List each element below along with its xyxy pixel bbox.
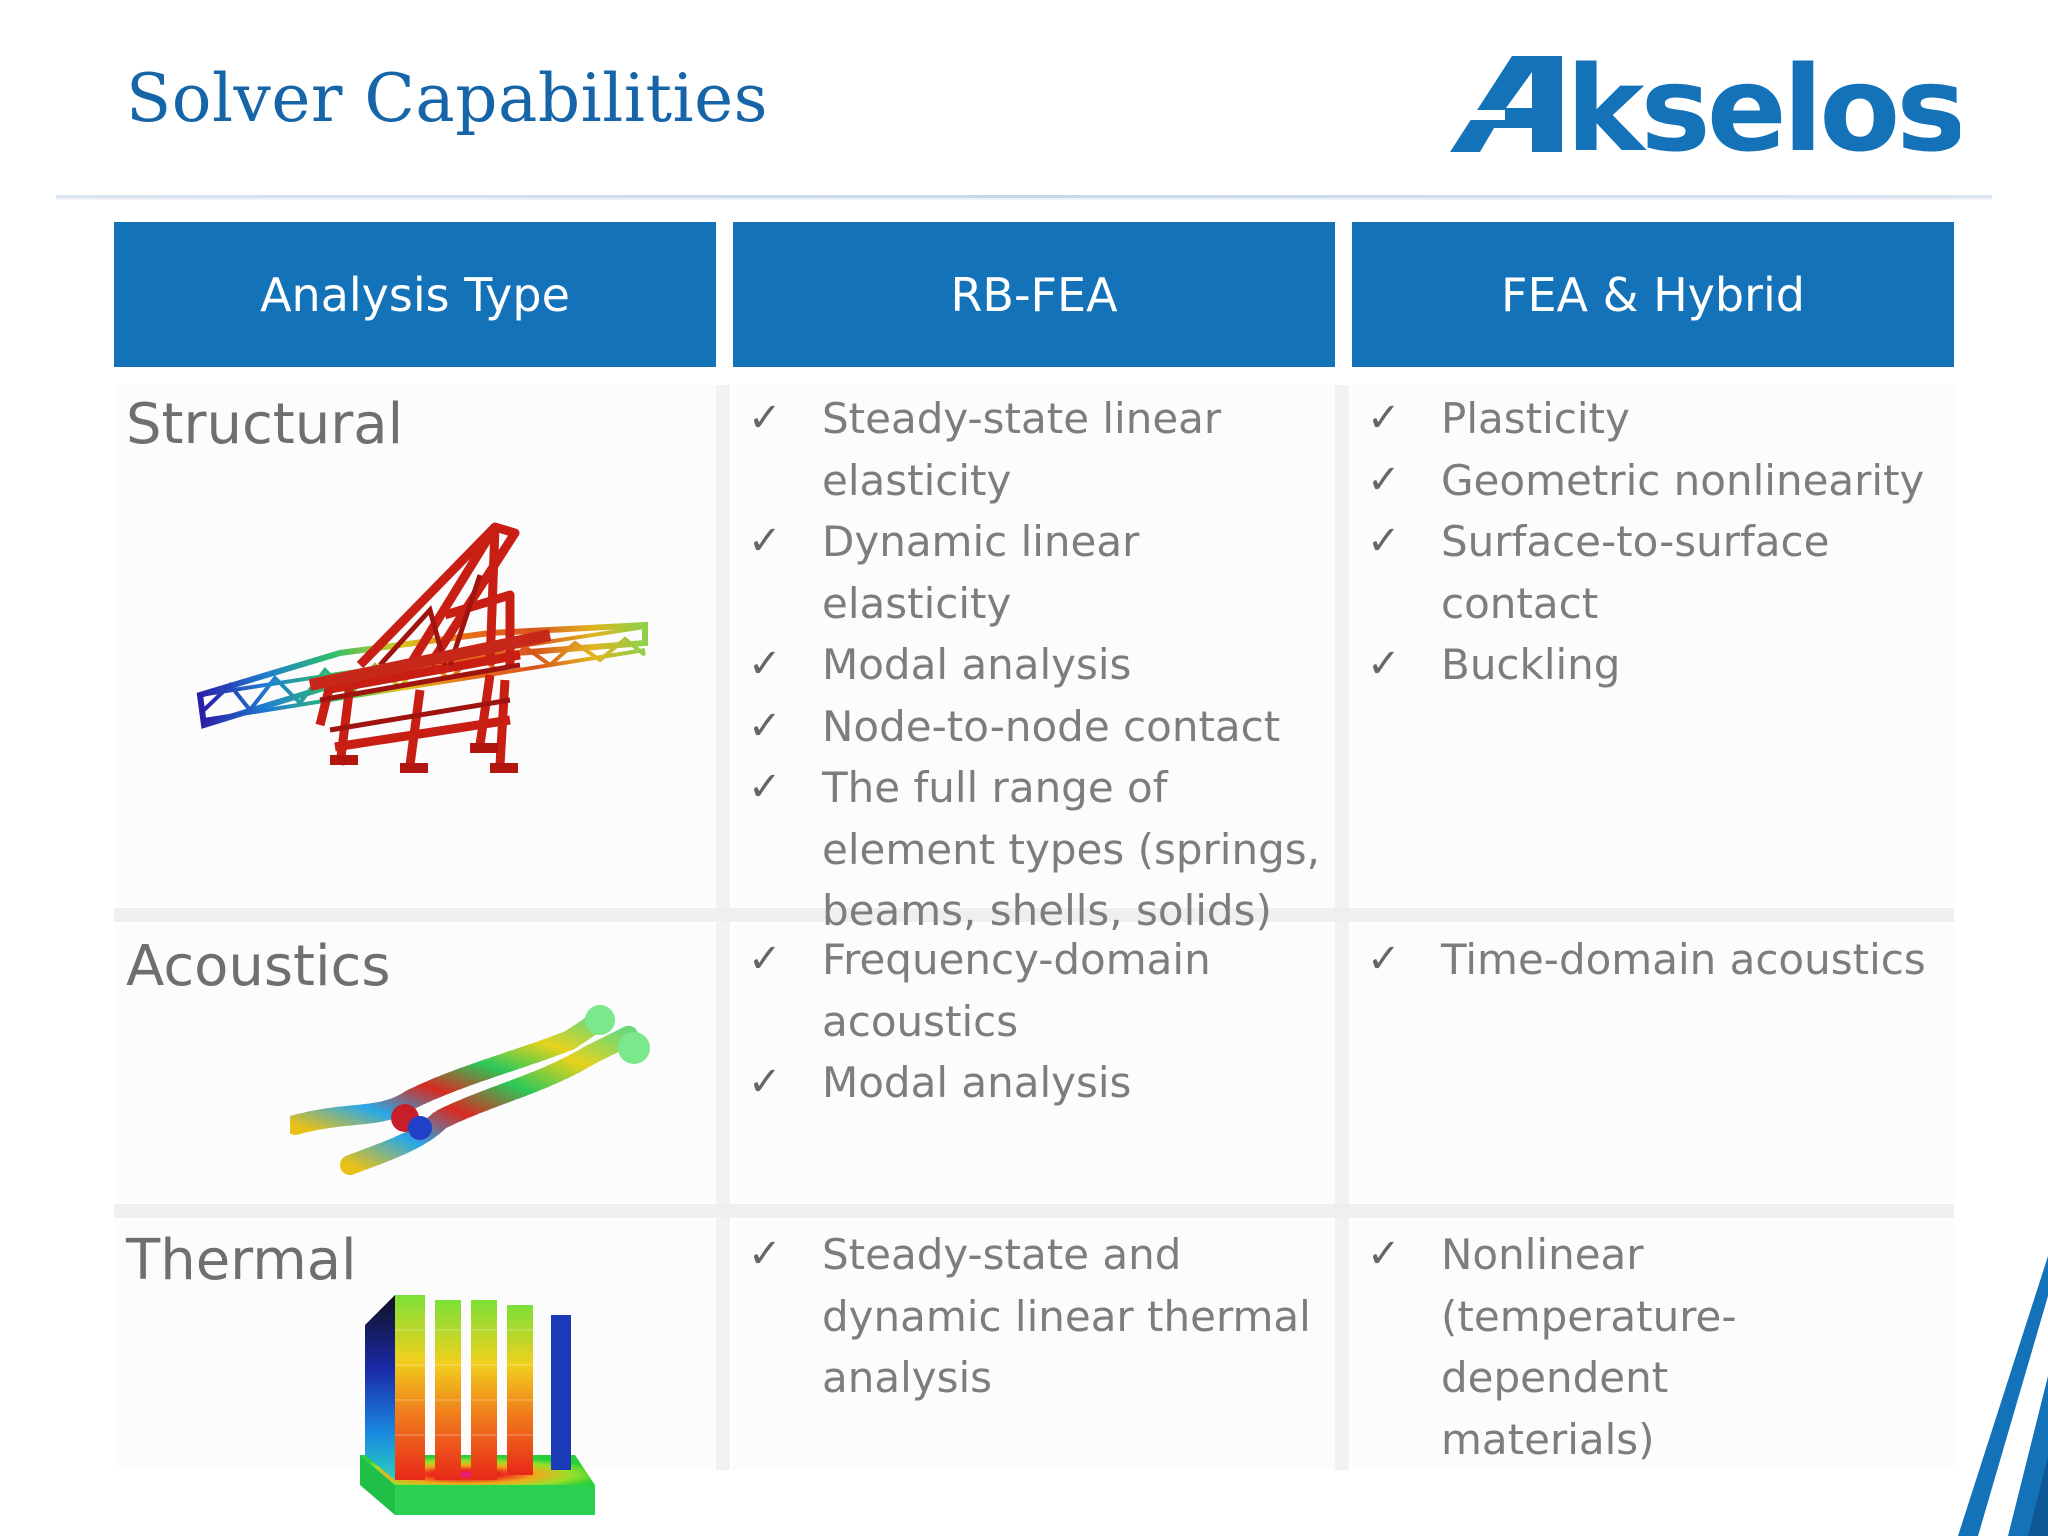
list-item: ✓Geometric nonlinearity — [1367, 450, 1947, 512]
corner-decoration — [1958, 1256, 2048, 1536]
header-rule — [56, 195, 1992, 198]
check-icon: ✓ — [748, 1059, 782, 1105]
check-icon: ✓ — [1367, 1231, 1401, 1277]
check-icon: ✓ — [748, 702, 782, 749]
svg-text:kselos: kselos — [1566, 50, 1960, 160]
row-divider — [114, 908, 1954, 922]
row-label-thermal: Thermal — [126, 1228, 357, 1293]
cell-acoustics-hybrid — [1352, 925, 1954, 1203]
check-icon: ✓ — [748, 395, 782, 441]
structural-crane-image — [196, 522, 648, 773]
acoustics-hybrid-list: ✓Time-domain acoustics — [1367, 929, 1947, 991]
cell-structural-rbfea — [733, 385, 1335, 907]
list-item: ✓Plasticity — [1367, 388, 1947, 450]
list-item: ✓Modal analysis — [748, 1052, 1328, 1114]
structural-rbfea-list: ✓Steady-state linear elasticity ✓Dynamic… — [748, 388, 1328, 942]
check-icon: ✓ — [1367, 395, 1401, 441]
row-divider — [114, 1204, 1954, 1218]
acoustics-duct-image — [290, 1005, 650, 1175]
list-item: ✓Steady-state linear elasticity — [748, 388, 1328, 511]
column-divider — [1335, 385, 1349, 1470]
check-icon: ✓ — [748, 1231, 782, 1277]
cell-acoustics-label — [114, 925, 716, 1203]
list-item: ✓Frequency-domain acoustics — [748, 929, 1328, 1052]
check-icon: ✓ — [1367, 641, 1401, 687]
cell-structural-hybrid — [1352, 385, 1954, 907]
row-label-acoustics: Acoustics — [126, 934, 391, 999]
header-rule-shadow — [56, 198, 1992, 200]
list-item: ✓Modal analysis — [748, 634, 1328, 696]
header-fea-hybrid: FEA & Hybrid — [1352, 222, 1954, 367]
cell-thermal-hybrid — [1352, 1220, 1954, 1470]
check-icon: ✓ — [1367, 518, 1401, 564]
slide-title: Solver Capabilities — [126, 60, 769, 137]
check-icon: ✓ — [748, 518, 782, 564]
list-item: ✓Surface-to-surface contact — [1367, 511, 1947, 634]
akselos-logo: kselos — [1450, 50, 1960, 160]
list-item: ✓Time-domain acoustics — [1367, 929, 1947, 991]
list-item: ✓Dynamic linear elasticity — [748, 511, 1328, 634]
cell-thermal-rbfea — [733, 1220, 1335, 1470]
column-divider — [716, 385, 730, 1470]
check-icon: ✓ — [1367, 456, 1401, 503]
structural-hybrid-list: ✓Plasticity ✓Geometric nonlinearity ✓Sur… — [1367, 388, 1947, 696]
row-label-structural: Structural — [126, 392, 404, 457]
check-icon: ✓ — [748, 764, 782, 810]
acoustics-rbfea-list: ✓Frequency-domain acoustics ✓Modal analy… — [748, 929, 1328, 1114]
thermal-rbfea-list: ✓Steady-state and dynamic linear thermal… — [748, 1224, 1328, 1409]
header-rb-fea: RB-FEA — [733, 222, 1335, 367]
list-item: ✓Buckling — [1367, 634, 1947, 696]
check-icon: ✓ — [1367, 936, 1401, 982]
list-item: ✓Nonlinear (temperature-dependent materi… — [1367, 1224, 1867, 1470]
list-item: ✓The full range of element types (spring… — [748, 757, 1328, 942]
header-analysis-type: Analysis Type — [114, 222, 716, 367]
thermal-hybrid-list: ✓Nonlinear (temperature-dependent materi… — [1367, 1224, 1867, 1470]
check-icon: ✓ — [748, 936, 782, 982]
thermal-block-image — [360, 1295, 595, 1515]
list-item: ✓Node-to-node contact — [748, 696, 1328, 758]
list-item: ✓Steady-state and dynamic linear thermal… — [748, 1224, 1328, 1409]
cell-acoustics-rbfea — [733, 925, 1335, 1203]
check-icon: ✓ — [748, 641, 782, 687]
